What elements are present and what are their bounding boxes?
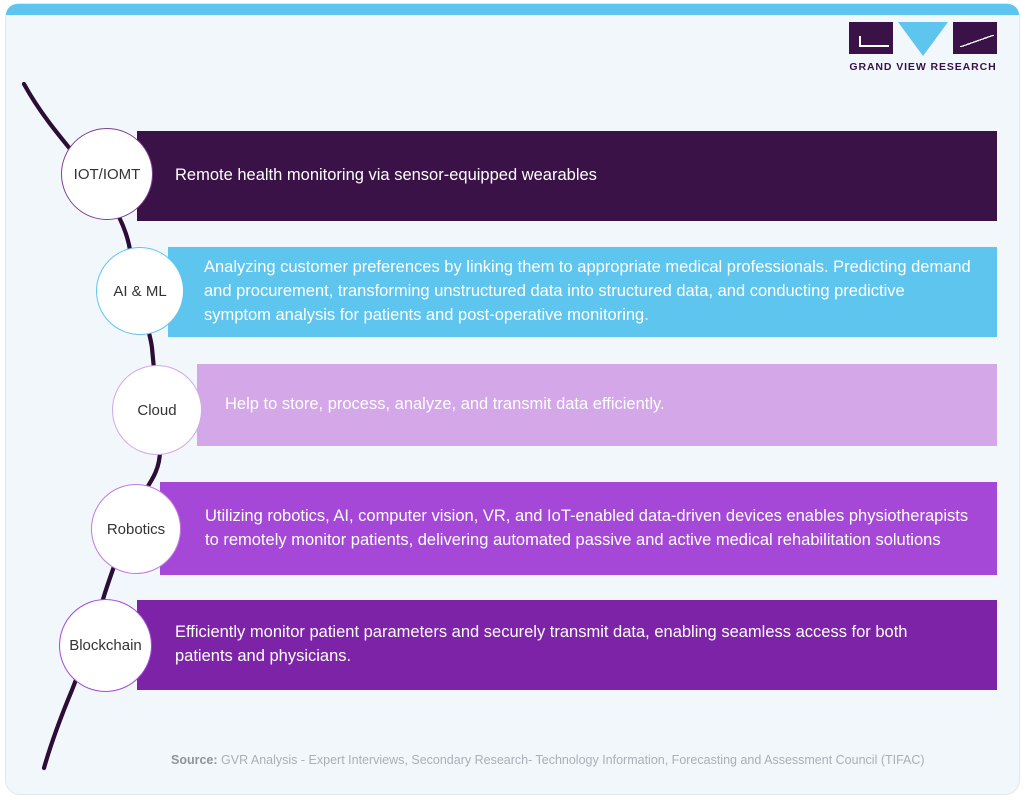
row-bar-aiml: Analyzing customer preferences by linkin… (168, 247, 997, 337)
row-text-blockchain: Efficiently monitor patient parameters a… (175, 623, 908, 665)
node-label-aiml: AI & ML (113, 282, 167, 300)
node-cloud[interactable]: Cloud (112, 365, 202, 455)
logo-right-block-icon (953, 22, 997, 54)
row-bar-blockchain: Efficiently monitor patient parameters a… (137, 600, 997, 690)
row-bar-iot: Remote health monitoring via sensor-equi… (137, 131, 997, 221)
logo-marks (849, 22, 997, 56)
logo-triangle-icon (898, 22, 948, 56)
row-text-iot: Remote health monitoring via sensor-equi… (175, 166, 597, 185)
row-text-cloud: Help to store, process, analyze, and tra… (225, 395, 665, 414)
row-text-robotics: Utilizing robotics, AI, computer vision,… (205, 506, 969, 549)
row-bar-cloud: Help to store, process, analyze, and tra… (197, 364, 997, 446)
node-iot[interactable]: IOT/IOMT (61, 128, 153, 220)
source-text: GVR Analysis - Expert Interviews, Second… (217, 753, 925, 767)
grand-view-research-logo: GRAND VIEW RESEARCH (849, 22, 997, 73)
row-text-aiml: Analyzing customer preferences by linkin… (204, 258, 971, 324)
node-label-cloud: Cloud (137, 401, 177, 419)
source-label: Source: (171, 753, 218, 767)
node-blockchain[interactable]: Blockchain (59, 599, 152, 692)
row-bar-robotics: Utilizing robotics, AI, computer vision,… (160, 482, 997, 575)
source-note: Source: GVR Analysis - Expert Interviews… (171, 753, 925, 767)
logo-left-block-icon (849, 22, 893, 54)
node-robotics[interactable]: Robotics (91, 484, 181, 574)
node-label-blockchain: Blockchain (69, 637, 142, 654)
top-accent-bar (6, 4, 1019, 15)
node-label-iot: IOT/IOMT (73, 165, 141, 183)
node-label-robotics: Robotics (106, 520, 166, 538)
logo-wordmark: GRAND VIEW RESEARCH (849, 61, 997, 73)
node-aiml[interactable]: AI & ML (96, 247, 184, 335)
